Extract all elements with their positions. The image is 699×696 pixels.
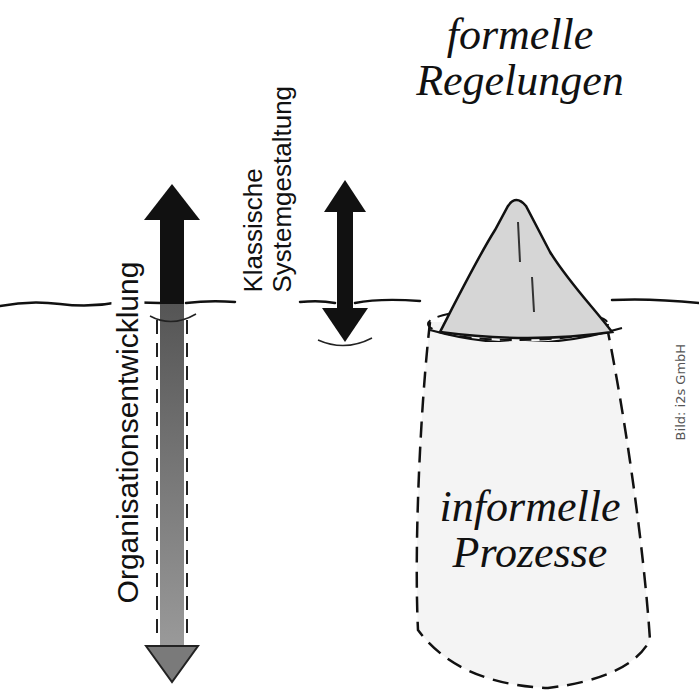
node-text: formelle Regelungen <box>410 12 630 104</box>
axis-label: Organisationsentwicklung <box>112 259 145 605</box>
node-text: informelle Prozesse <box>408 484 652 576</box>
axis-label: Klassische Systemgestaltung <box>239 29 296 295</box>
development-arrow <box>144 184 200 682</box>
iceberg-underwater: informelle Prozesse <box>398 300 662 692</box>
watermark: Bild: i2s GmbH <box>674 342 688 442</box>
system-arrow <box>318 180 372 346</box>
iceberg-tip: formelle Regelungen <box>400 12 640 342</box>
